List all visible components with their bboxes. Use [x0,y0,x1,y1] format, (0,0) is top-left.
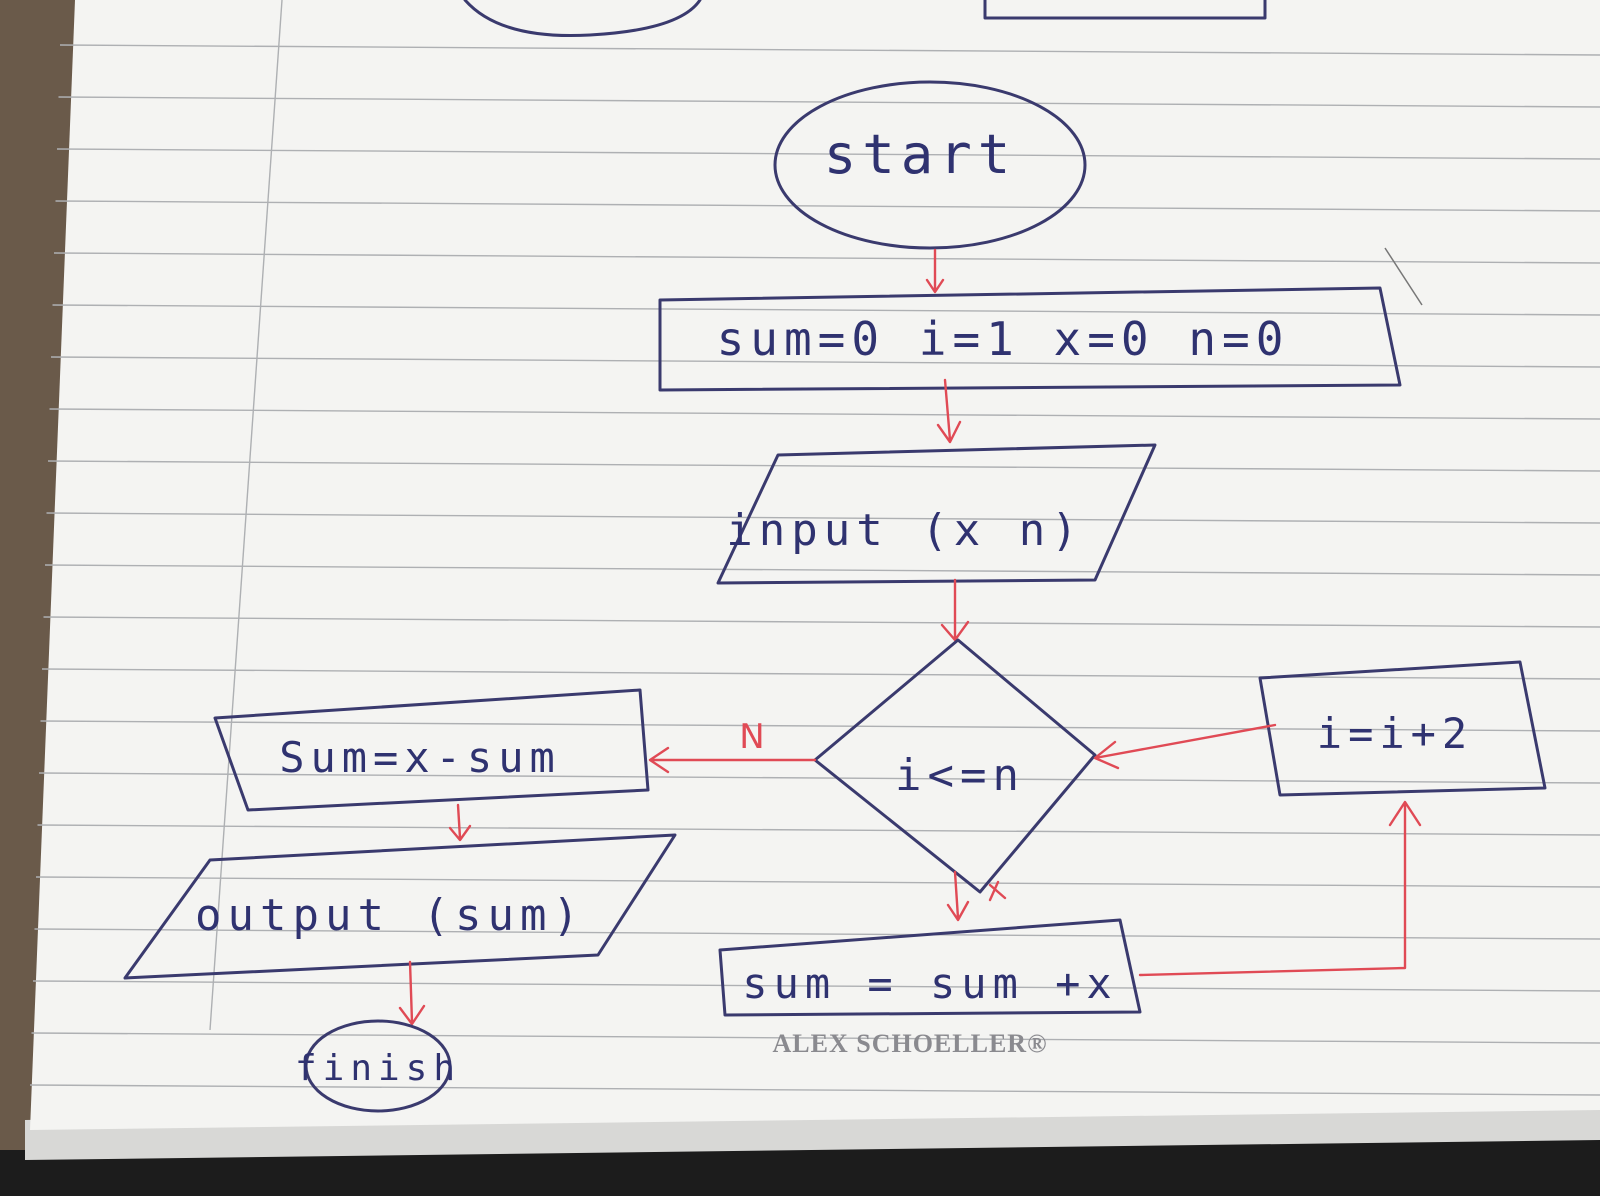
notebook-brand: ALEX SCHOELLER® [773,1029,1048,1058]
arrow-output-to-finish [398,960,426,1026]
accumulate-box [718,918,1142,1017]
input-parallelogram [716,443,1157,585]
ruled-line [56,148,1600,160]
no-branch-label: N [739,717,764,757]
ruled-line [31,1032,1600,1044]
arrow-decision-yes [946,870,1007,922]
arrow-assign-to-output [448,803,472,842]
ruled-line [35,876,1600,888]
ruled-line [44,564,1600,576]
output-label: output (sum) [195,890,585,941]
page-edge [0,0,80,1150]
assign-else-box [213,688,650,812]
previous-ellipse-fragment [463,0,702,38]
start-label: start [824,123,1017,186]
ruled-line [34,928,1600,940]
arrow-start-to-init [925,248,945,294]
ruled-line [43,616,1600,628]
ruled-line [47,460,1600,472]
decision-diamond [813,638,1097,894]
assign-else-label: Sum=x-sum [279,733,561,782]
init-label: sum=0 i=1 x=0 n=0 [717,312,1290,366]
output-parallelogram [123,833,677,980]
increment-label: i=i+2 [1317,709,1473,758]
stray-mark [1384,247,1423,306]
ruled-line [52,304,1600,316]
ruled-line [46,512,1600,524]
previous-box-fragment [983,0,1267,20]
ruled-line [29,1084,1600,1096]
ruled-line [40,720,1600,732]
ruled-line [55,200,1600,212]
arrow-decision-no [648,746,817,774]
ruled-line [59,44,1600,56]
finish-terminator [304,1019,452,1113]
ruled-line [50,356,1600,368]
ruled-line [49,408,1600,420]
arrow-input-to-decision [940,578,970,642]
init-process-box [658,286,1402,392]
input-label: input (x n) [726,505,1083,556]
finish-label: finish [295,1048,461,1089]
ruled-line [32,980,1600,992]
ruled-lines [29,44,1600,1096]
ruled-line [41,668,1600,680]
increment-box [1258,660,1547,797]
accumulate-label: sum = sum +x [742,959,1117,1008]
ruled-line [53,252,1600,264]
arrow-accumulate-to-increment [1138,800,1422,977]
start-terminator [773,80,1087,250]
ruled-line [38,772,1600,784]
ruled-line [37,824,1600,836]
arrow-init-to-input [936,378,962,444]
decision-label: i<=n [895,750,1025,801]
arrow-increment-to-decision [1093,723,1277,770]
